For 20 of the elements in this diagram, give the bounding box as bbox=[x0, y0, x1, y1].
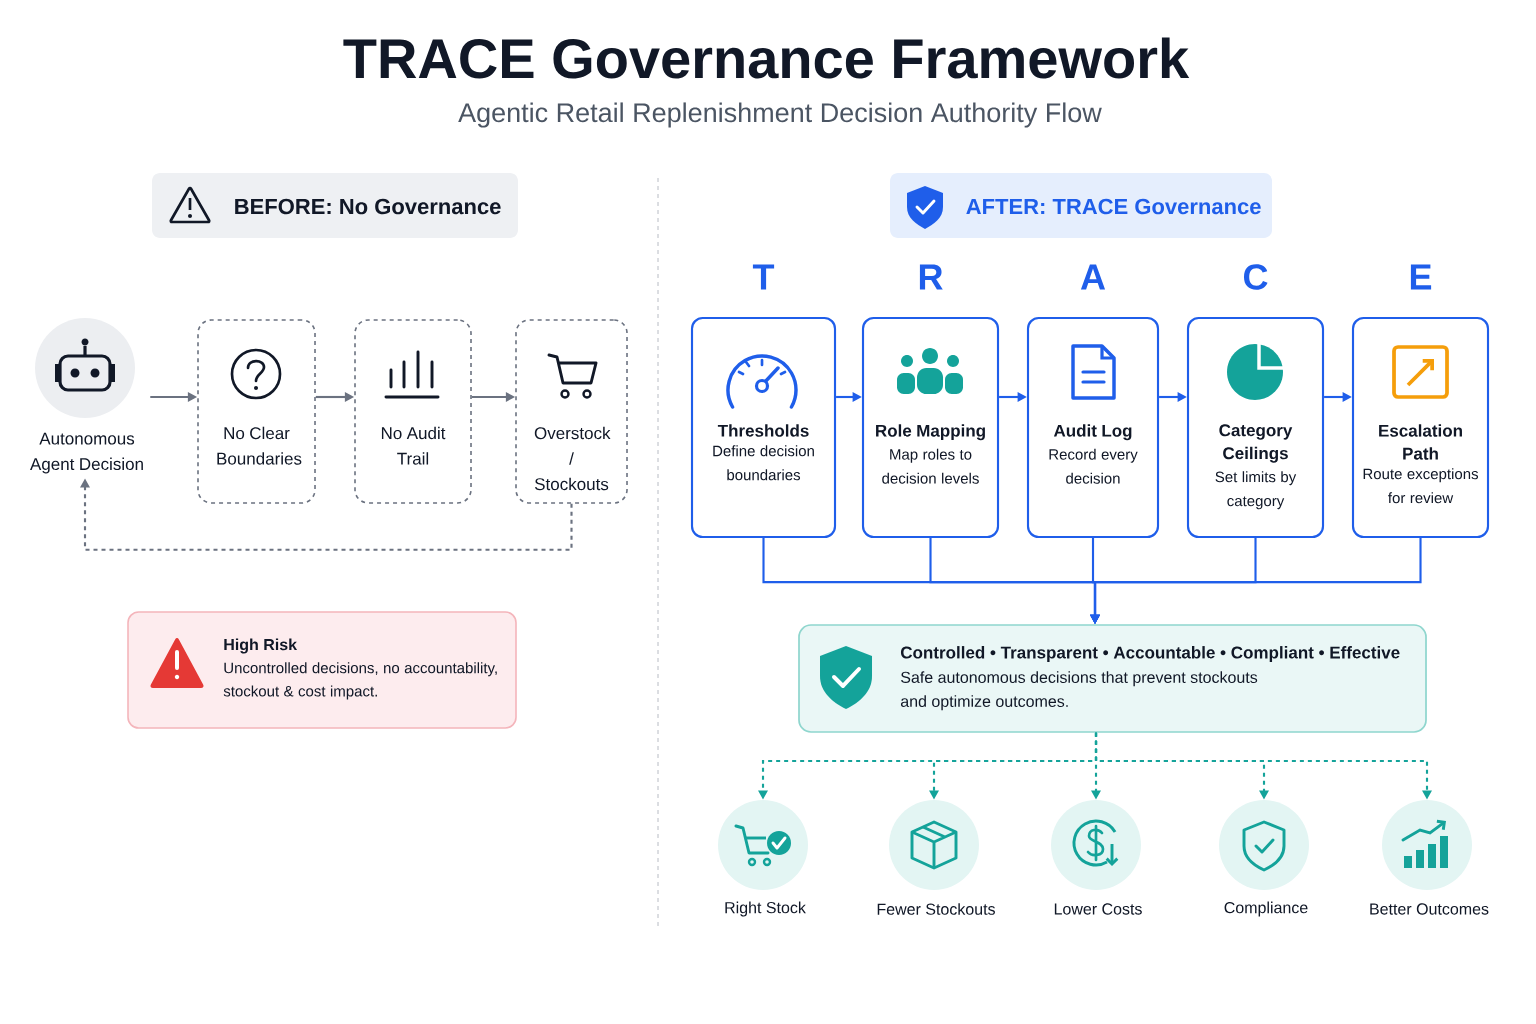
dashed-box: No Audit Trail bbox=[354, 319, 472, 504]
process-box: Role Mapping Map roles to decision levels bbox=[861, 316, 1000, 539]
section-header: BEFORE: No Governance bbox=[152, 173, 518, 238]
process-box: Audit Log Record every decision bbox=[1026, 316, 1160, 539]
alert-box: High Risk Uncontrolled decisions, no accountability, stockout & cost impact. bbox=[127, 611, 517, 729]
trace-letter: R bbox=[919, 264, 943, 290]
process-box: Escalation Path Route exceptions for review bbox=[1351, 316, 1490, 539]
section-header: AFTER: TRACE Governance bbox=[890, 173, 1272, 238]
process-box: Category Ceilings Set limits by category bbox=[1186, 316, 1325, 539]
subtitle: Agentic Retail Replenishment Decision Authority Flow bbox=[458, 102, 1102, 128]
trace-letter: C bbox=[1244, 264, 1268, 290]
title: TRACE Governance Framework bbox=[343, 37, 1190, 79]
trace-letter: E bbox=[1410, 264, 1432, 290]
node-label: Autonomous Agent Decision bbox=[30, 432, 143, 474]
result-box: Controlled • Transparent • Accountable • Compliant • Effective Safe autonomous decisions that prevent stockouts and optimize outcomes. bbox=[798, 624, 1427, 733]
trace-letter: A bbox=[1080, 264, 1106, 290]
dashed-box: Overstock / Stockouts bbox=[515, 319, 628, 504]
dashed-box: No Clear Boundaries bbox=[197, 319, 316, 504]
process-box: Thresholds Define decision boundaries bbox=[690, 316, 837, 539]
trace-letter: T bbox=[752, 264, 775, 290]
